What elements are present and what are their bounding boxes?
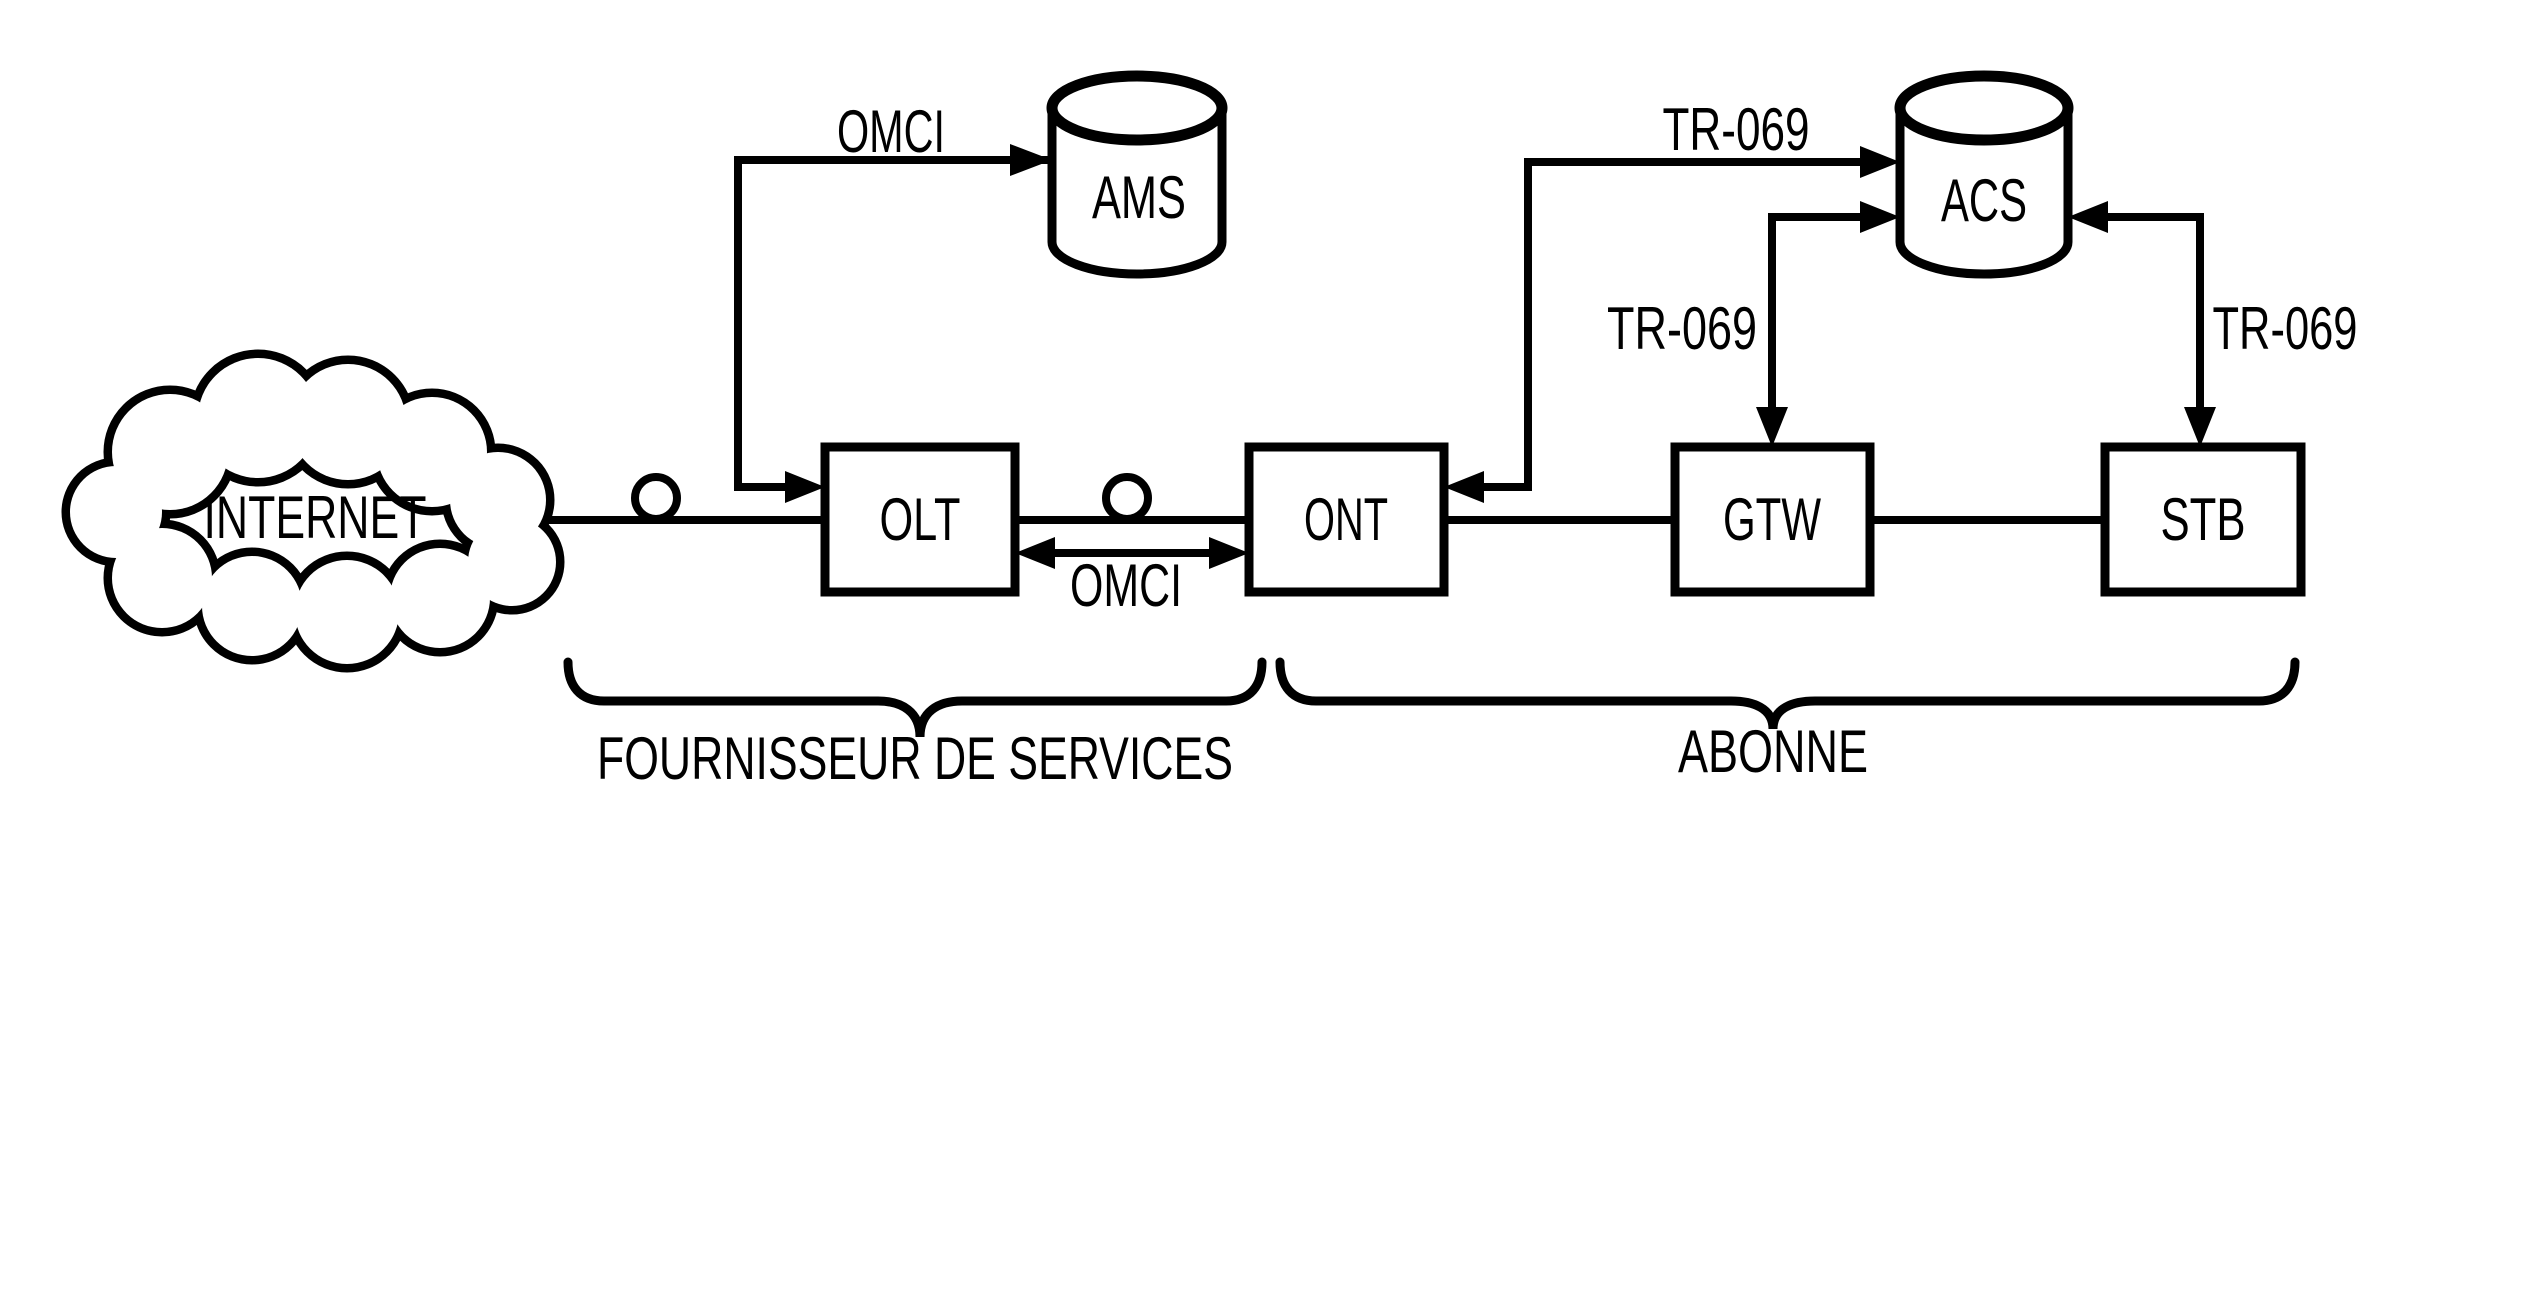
arrowhead-gtw-into-acs bbox=[1860, 201, 1900, 233]
node-gtw-box bbox=[1670, 442, 1875, 597]
edge-gtw-acs-label: TR-069 bbox=[1607, 295, 1757, 362]
arrowhead-stb-into-acs bbox=[2068, 201, 2108, 233]
cloud-fill bbox=[70, 466, 162, 558]
region-provider-label: FOURNISSEUR DE SERVICES bbox=[597, 725, 1233, 792]
provider-brace bbox=[563, 657, 1267, 738]
edge-olt-ams bbox=[734, 156, 1048, 491]
node-acs-cylinder-body bbox=[1895, 108, 2073, 279]
cloud-fill bbox=[202, 556, 302, 656]
node-acs: ACS bbox=[1894, 70, 2074, 279]
cloud-fill bbox=[198, 358, 318, 478]
arrowhead-into-ont bbox=[1444, 471, 1484, 503]
arrowhead-omci-into-ont bbox=[1209, 537, 1249, 569]
node-ont-label: ONT bbox=[1304, 486, 1388, 553]
node-gtw-label: GTW bbox=[1723, 486, 1821, 553]
internet-cloud: INTERNET bbox=[61, 349, 565, 673]
arrowhead-omci-into-olt bbox=[1015, 537, 1055, 569]
edge-olt-ams-label: OMCI bbox=[837, 98, 945, 165]
node-olt-box bbox=[820, 442, 1020, 597]
edge-gtw-acs bbox=[1768, 213, 1862, 409]
cloud-fill bbox=[290, 364, 406, 480]
cloud-fill bbox=[390, 548, 490, 648]
node-gtw: GTW bbox=[1670, 442, 1875, 597]
edge-stb-acs bbox=[2106, 213, 2204, 409]
cloud-fill bbox=[295, 560, 399, 664]
cloud-fill bbox=[468, 518, 556, 606]
edge-stb-acs-label: TR-069 bbox=[2213, 295, 2358, 362]
node-ams: AMS bbox=[1046, 70, 1228, 279]
region-subscriber-label: ABONNE bbox=[1678, 718, 1868, 785]
node-olt: OLT bbox=[820, 442, 1020, 597]
node-olt-label: OLT bbox=[880, 486, 961, 553]
node-stb: STB bbox=[2100, 442, 2306, 597]
node-acs-label: ACS bbox=[1941, 167, 2027, 234]
arrowhead-ont-into-acs bbox=[1860, 146, 1900, 178]
cloud-fill bbox=[112, 528, 212, 628]
node-ams-cylinder-body bbox=[1047, 108, 1227, 279]
fiber-loop-icon bbox=[631, 473, 681, 523]
subscriber-brace bbox=[1275, 657, 2300, 730]
node-ams-label: AMS bbox=[1092, 164, 1186, 231]
node-stb-label: STB bbox=[2161, 486, 2246, 553]
edge-olt-ont-label: OMCI bbox=[1070, 552, 1182, 619]
cloud-interior bbox=[70, 358, 556, 664]
arrowhead-into-stb bbox=[2184, 407, 2216, 447]
arrowhead-into-olt bbox=[785, 471, 825, 503]
node-stb-box bbox=[2100, 442, 2306, 597]
node-acs-cylinder-top bbox=[1894, 70, 2074, 146]
edge-gtw-acs-path bbox=[1768, 213, 1862, 409]
edge-ont-acs-label: TR-069 bbox=[1663, 96, 1810, 163]
fiber-loop-icon bbox=[1102, 473, 1152, 523]
edge-ont-acs-path bbox=[1480, 158, 1862, 491]
node-internet-label: INTERNET bbox=[204, 484, 427, 551]
edge-olt-ams-path bbox=[734, 156, 1048, 491]
node-ams-cylinder-top bbox=[1046, 70, 1228, 146]
node-ont: ONT bbox=[1244, 442, 1449, 597]
arrowhead-into-ams bbox=[1010, 144, 1052, 176]
arrowhead-into-gtw bbox=[1756, 407, 1788, 447]
edge-ont-acs bbox=[1480, 158, 1862, 491]
edge-stb-acs-path bbox=[2106, 213, 2204, 409]
node-ont-box bbox=[1244, 442, 1449, 597]
